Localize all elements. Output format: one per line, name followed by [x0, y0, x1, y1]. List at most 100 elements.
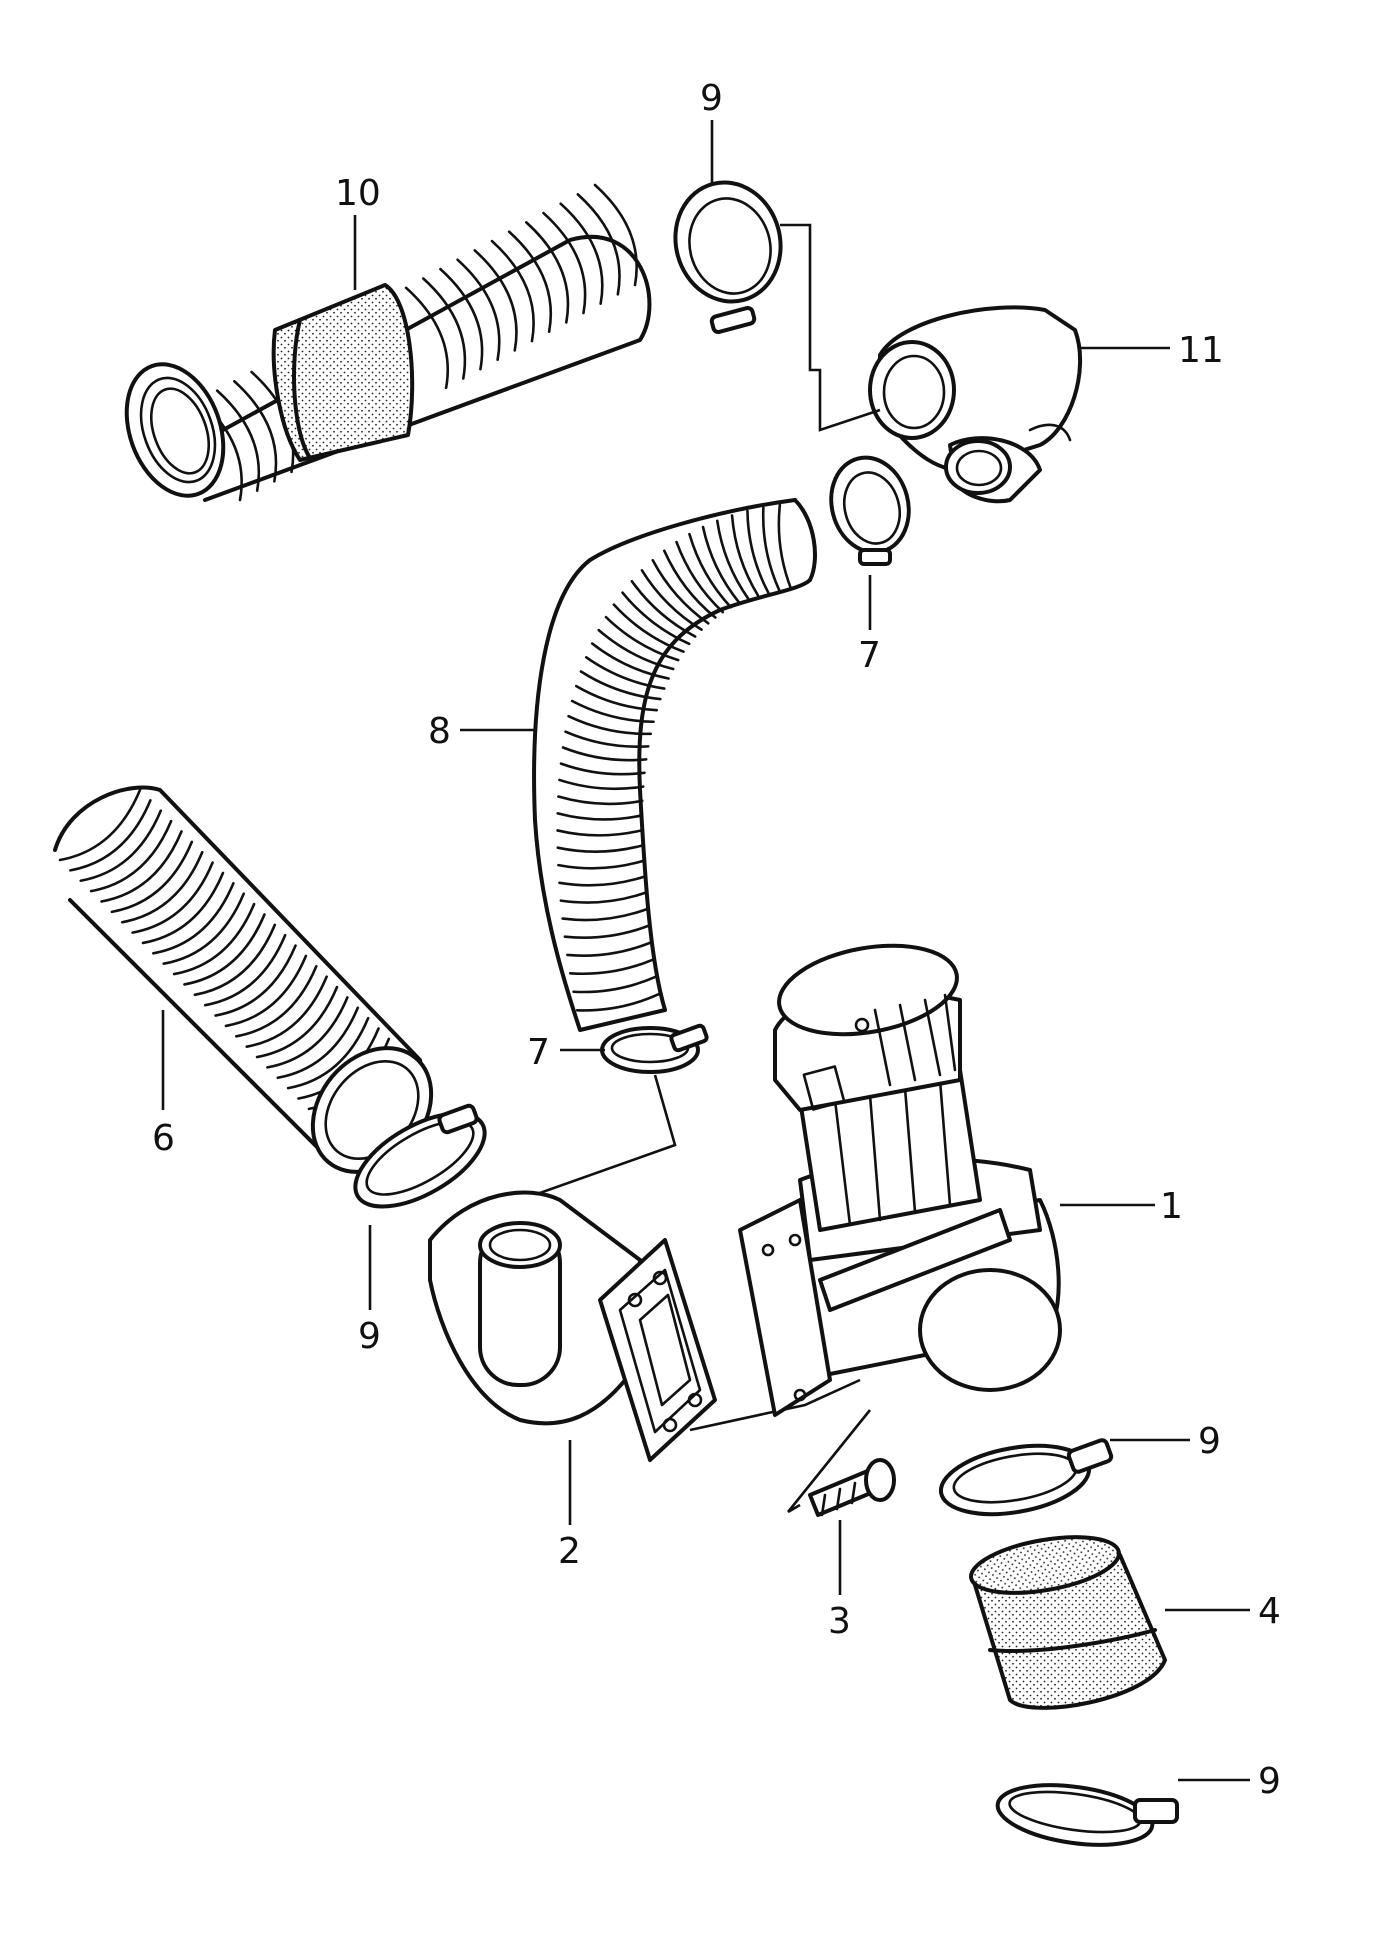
part-3-screw [786, 1409, 896, 1517]
callout-9-right: 9 [1198, 1421, 1221, 1462]
leader-lines [161, 120, 1250, 1782]
hose-rib [152, 882, 235, 955]
callouts: 10 9 11 7 8 6 7 1 9 9 2 3 4 9 [152, 78, 1281, 1802]
callout-9-top: 9 [700, 78, 723, 119]
hose-rib [715, 519, 750, 601]
hose-rib [564, 730, 650, 748]
hose-rib [558, 778, 645, 791]
callout-7-upper: 7 [858, 635, 881, 676]
hose-rib [675, 540, 725, 614]
hose-rib [507, 230, 553, 334]
callout-10: 10 [335, 173, 381, 214]
hose-rib [561, 908, 648, 922]
hose-rib [688, 532, 733, 609]
callout-11: 11 [1178, 330, 1224, 371]
hose-rib [568, 958, 655, 976]
part-8-curved-hose [532, 498, 817, 1032]
hose-rib [456, 258, 501, 362]
hose-rib [556, 844, 644, 853]
part-11-y-connector [868, 305, 1083, 504]
hose-rib [597, 628, 675, 671]
hose-rib [215, 389, 261, 492]
hose-rib [255, 985, 339, 1059]
hose-rib [203, 933, 287, 1007]
hose-rib [490, 239, 535, 343]
hose-rib [559, 891, 646, 904]
part-2-elbow-flange [428, 1190, 717, 1462]
hose-rib [131, 861, 214, 934]
hose-rib [566, 941, 652, 957]
hose-rib [234, 964, 318, 1038]
hose-rib [567, 714, 652, 736]
callout-4: 4 [1258, 1591, 1281, 1632]
callout-9-bottom: 9 [1258, 1761, 1281, 1802]
hose-rib [525, 221, 570, 324]
hose-rib [590, 642, 670, 680]
hose-rib [663, 549, 717, 619]
hose-rib [584, 656, 666, 690]
hose-rib [224, 954, 308, 1028]
hose-rib [570, 699, 655, 724]
hose-rib [110, 840, 194, 914]
hose-rib [574, 684, 659, 712]
hose-rib [563, 924, 650, 940]
part-7-hose-clamp-upper [829, 455, 911, 566]
hose-rib [640, 569, 703, 631]
hose-rib [746, 509, 770, 594]
hose-rib [69, 799, 152, 872]
callout-7-lower: 7 [527, 1032, 550, 1073]
hose-rib [730, 514, 760, 597]
part-9-hose-clamp-right [938, 1438, 1114, 1517]
hose-rib [630, 579, 697, 638]
hose-rib [576, 193, 621, 296]
part-9-hose-clamp-left [353, 1103, 487, 1209]
hose-rib [193, 923, 277, 997]
hose-rib [604, 615, 680, 662]
hose-rib [421, 277, 467, 380]
hose-rib [245, 975, 328, 1048]
hose-rib [233, 380, 278, 483]
hose-rib [761, 506, 781, 592]
hose-rib [404, 286, 450, 390]
hose-rib [120, 850, 204, 924]
hose-rib [473, 249, 518, 352]
hose-rib [100, 830, 183, 903]
part-7-hose-clamp-lower [600, 1023, 709, 1074]
hose-rib [572, 975, 658, 994]
hose-rib [439, 267, 484, 371]
hose-rib [276, 1006, 360, 1080]
part-9-hose-clamp-top [673, 180, 783, 335]
connection-line-flange [689, 1378, 861, 1432]
hose-rib [559, 202, 604, 305]
hose-rib [561, 746, 648, 762]
hose-rib [556, 812, 644, 821]
hose-rib [286, 1016, 370, 1090]
hose-rib [575, 992, 661, 1012]
hose-rib [612, 603, 685, 653]
hose-rib [559, 762, 646, 776]
hose-rib [162, 892, 246, 966]
hose-rib [593, 183, 638, 287]
hose-rib [557, 795, 644, 806]
part-4-foam-coupler [969, 1535, 1167, 1710]
hose-rib [89, 819, 173, 893]
hose-rib [58, 788, 142, 862]
hose-rib [558, 875, 645, 887]
hose-rib [79, 809, 163, 883]
callout-1: 1 [1160, 1186, 1183, 1227]
hose-rib [777, 503, 793, 590]
connection-line-top [780, 223, 881, 432]
callout-2: 2 [558, 1531, 581, 1572]
part-1-blower-motor [738, 943, 1062, 1417]
hose-rib [141, 871, 225, 945]
hose-rib [214, 944, 297, 1017]
callout-3: 3 [828, 1601, 851, 1642]
callout-8: 8 [428, 711, 451, 752]
callout-9-left: 9 [358, 1316, 381, 1357]
hose-rib [183, 913, 266, 986]
hose-rib [621, 591, 691, 646]
hose-rib [701, 525, 741, 605]
part-9-hose-clamp-bottom [995, 1783, 1179, 1847]
hose-rib [542, 211, 587, 315]
